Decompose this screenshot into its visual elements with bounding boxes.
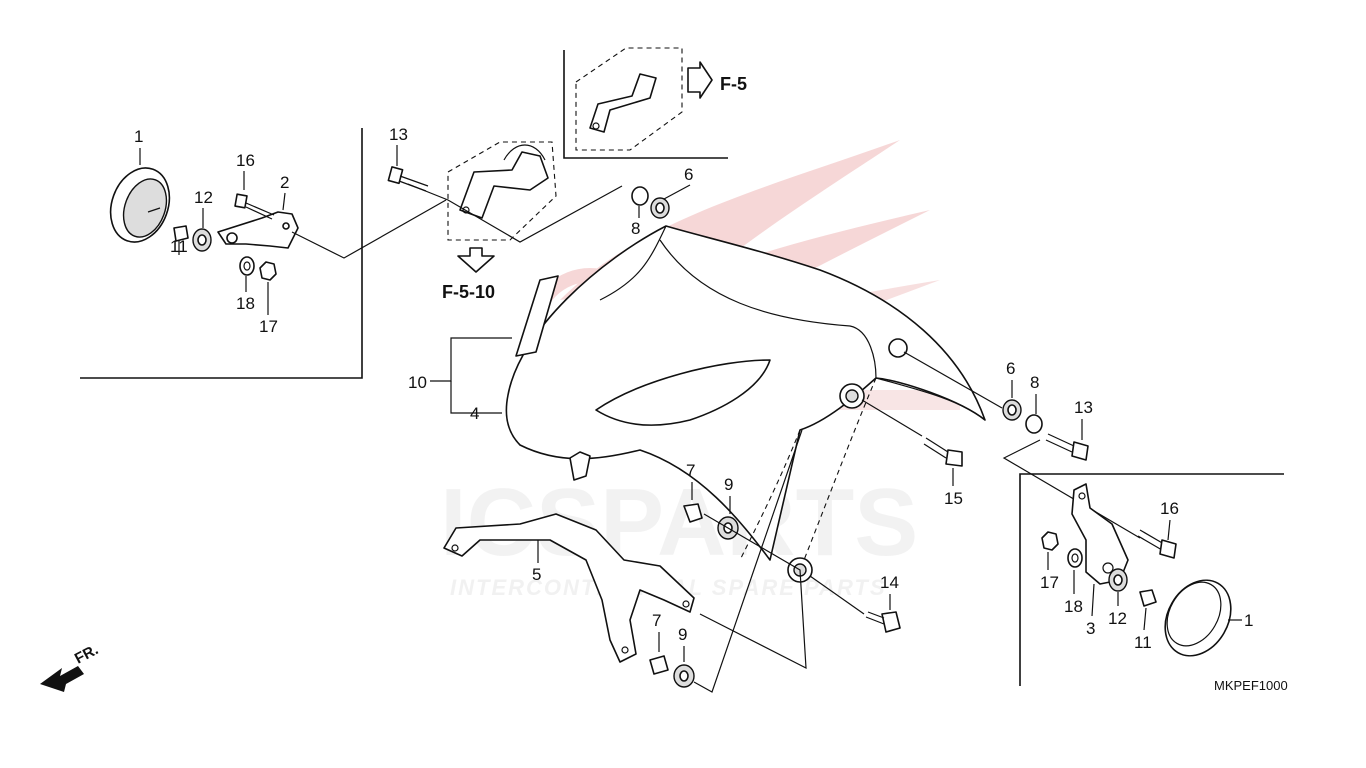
collar-part-11-left <box>173 225 189 242</box>
callout-1-right: 1 <box>1244 611 1253 630</box>
bolt-part-15 <box>923 437 963 467</box>
bracket-part-2-left <box>217 211 299 249</box>
left-inset-box <box>80 128 363 379</box>
nut-part-17-left <box>259 261 277 281</box>
bracket-detail-top <box>589 73 657 133</box>
washer-part-18-right <box>1067 548 1083 568</box>
grommet-part-12-left <box>192 228 212 252</box>
decal-part-10 <box>515 275 559 357</box>
callout-3-right: 3 <box>1086 619 1095 638</box>
callout-10: 10 <box>408 373 427 392</box>
callout-13-right: 13 <box>1074 398 1093 417</box>
ref-f5: F-5 <box>720 74 747 94</box>
collar-part-8-right <box>1025 414 1043 434</box>
ref-f510: F-5-10 <box>442 282 495 302</box>
cap-part-left <box>109 167 171 243</box>
bolt-part-13-right <box>1045 433 1089 461</box>
callout-16-left: 16 <box>236 151 255 170</box>
cap-part-right <box>1164 579 1232 657</box>
callout-16-right: 16 <box>1160 499 1179 518</box>
grommet-part-9-low <box>673 664 695 688</box>
bolt-part-16-right <box>1137 529 1177 559</box>
callout-12-left: 12 <box>194 188 213 207</box>
bolt-part-14 <box>865 611 901 633</box>
callout-14: 14 <box>880 573 899 592</box>
callout-2-left: 2 <box>280 173 289 192</box>
front-fender-part-4 <box>505 225 986 583</box>
collar-part-7-mid <box>683 503 703 523</box>
callout-17-right: 17 <box>1040 573 1059 592</box>
collar-part-7-low <box>649 655 669 675</box>
callout-13-top: 13 <box>389 125 408 144</box>
grommet-part-6-right <box>1002 399 1022 421</box>
callout-1-left: 1 <box>134 127 143 146</box>
diagram-code: MKPEF1000 <box>1214 678 1288 693</box>
callout-15: 15 <box>944 489 963 508</box>
collar-part-11-right <box>1139 589 1157 607</box>
callout-9-mid: 9 <box>724 475 733 494</box>
callout-11-right: 11 <box>1134 633 1152 652</box>
right-inset-box <box>1019 473 1284 686</box>
callout-7-low: 7 <box>652 611 661 630</box>
callout-4: 4 <box>470 404 479 423</box>
callout-17-left: 17 <box>259 317 278 336</box>
callout-8-top: 8 <box>631 219 640 238</box>
stay-bracket-part-5 <box>443 513 695 663</box>
callout-7-mid: 7 <box>686 461 695 480</box>
callout-18-left: 18 <box>236 294 255 313</box>
washer-part-18-left <box>239 256 255 276</box>
bolt-part-16-left <box>234 193 275 220</box>
grommet-part-6-top <box>650 197 670 219</box>
bolt-part-13-top <box>387 166 429 192</box>
callout-6-right: 6 <box>1006 359 1015 378</box>
bracket-f510-group: F-5-10 <box>442 141 557 302</box>
front-direction-arrow-icon: FR. <box>40 641 101 692</box>
callout-8-right: 8 <box>1030 373 1039 392</box>
grommet-part-12-right <box>1108 568 1128 592</box>
callout-18-right: 18 <box>1064 597 1083 616</box>
callout-9-low: 9 <box>678 625 687 644</box>
top-inset-box: F-5 <box>563 47 747 159</box>
watermark-brand: ICSPARTS <box>440 469 918 576</box>
callout-12-right: 12 <box>1108 609 1127 628</box>
collar-part-8-top <box>631 186 649 206</box>
callout-6-top: 6 <box>684 165 693 184</box>
front-marker-label: FR. <box>72 641 101 667</box>
nut-part-17-right <box>1041 531 1059 551</box>
callout-5: 5 <box>532 565 541 584</box>
